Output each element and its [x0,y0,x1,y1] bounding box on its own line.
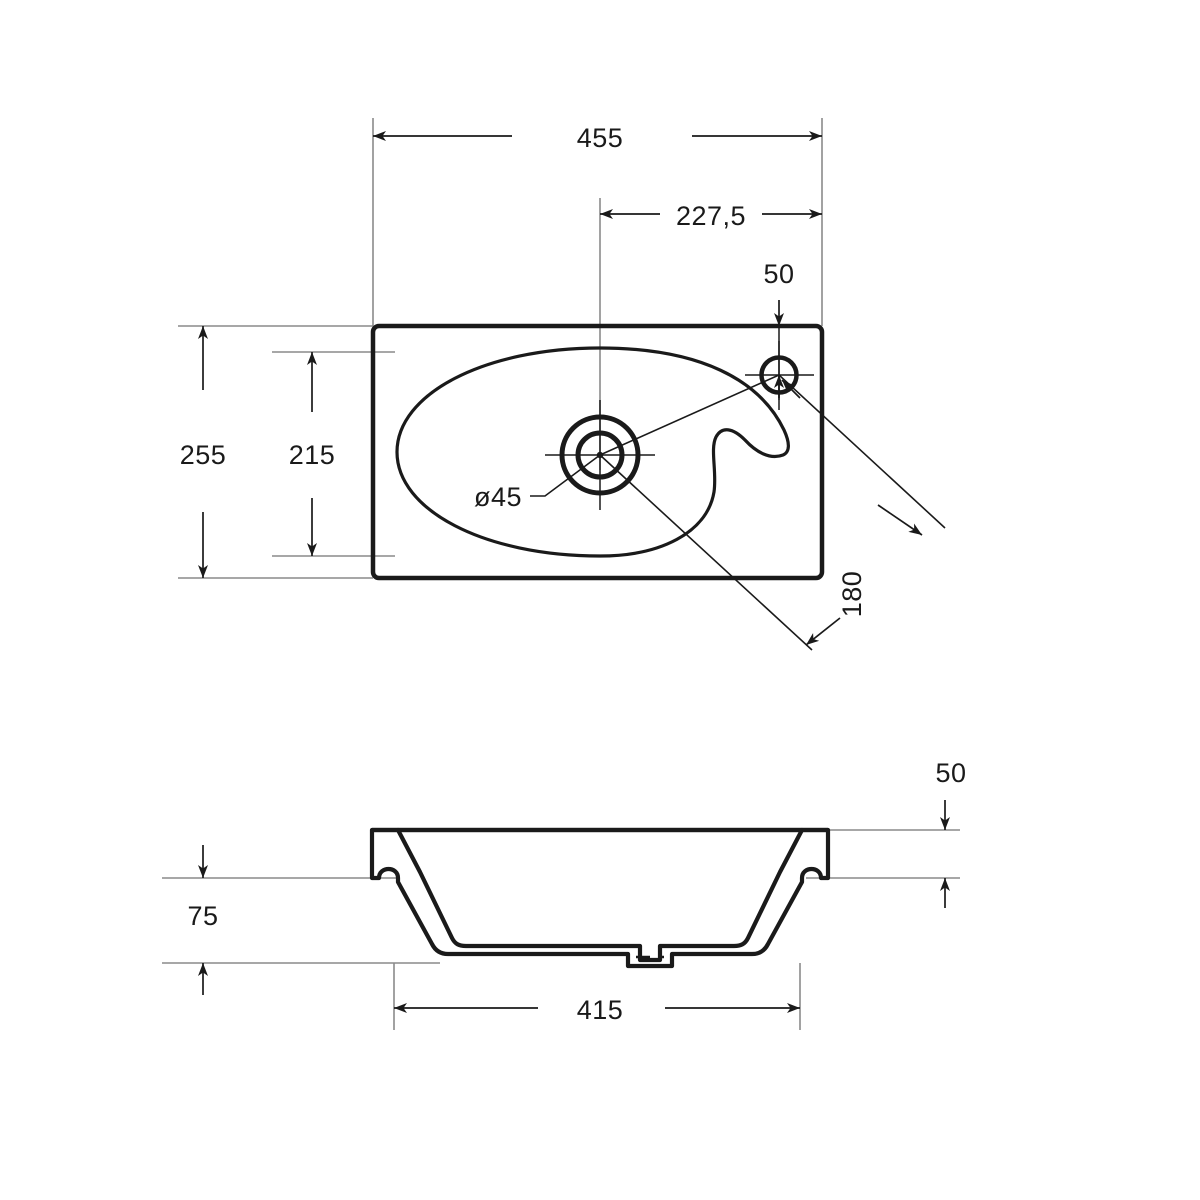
dim-drain-diameter: ø45 [474,454,601,512]
section-outer-profile [369,827,831,969]
dim-depth-overall: 255 [180,326,227,578]
drain-outer-circle [559,414,641,496]
top-view-group: 455 227,5 50 255 215 [178,118,946,651]
drain-inner-circle [575,430,625,480]
dim-depth-inner: 215 [289,352,336,556]
dim-180-arrow-bottom [805,617,841,646]
basin-outline [370,323,825,581]
section-extension-lines [162,829,960,964]
dim-180-arrow-outer [877,504,923,536]
dim-180-ext-diagonal [778,374,946,529]
dim-415-label: 415 [577,995,624,1025]
dim-sec-50-label: 50 [935,758,966,788]
dim-drain-from-right: 227,5 [600,201,822,231]
dim-180-ext-upper [599,374,780,456]
dim-bowl-depth: 75 [187,845,218,995]
dim-255-label: 255 [180,440,227,470]
section-view-group: 50 75 415 [162,758,966,1030]
dim-215-label: 215 [289,440,336,470]
dim-o45-label: ø45 [474,482,522,512]
dim-drain-to-taphole: 180 [599,374,946,651]
dim-180-label: 180 [837,571,867,618]
dim-180-arrow-top [781,379,801,399]
dim-inner-width: 415 [393,963,801,1030]
section-inner-profile [395,827,805,963]
dim-455-label: 455 [577,123,624,153]
dim-2275-label: 227,5 [676,201,746,231]
bowl-oval-outline [395,346,790,558]
drain-diameter-leader [530,454,601,497]
dim-180-ext-lower [599,454,813,651]
dim-50-top-label: 50 [763,259,794,289]
taphole-circle [759,355,799,395]
dim-width-overall: 455 [373,123,822,153]
dim-75-label: 75 [187,901,218,931]
dim-rim-height: 50 [935,758,966,908]
